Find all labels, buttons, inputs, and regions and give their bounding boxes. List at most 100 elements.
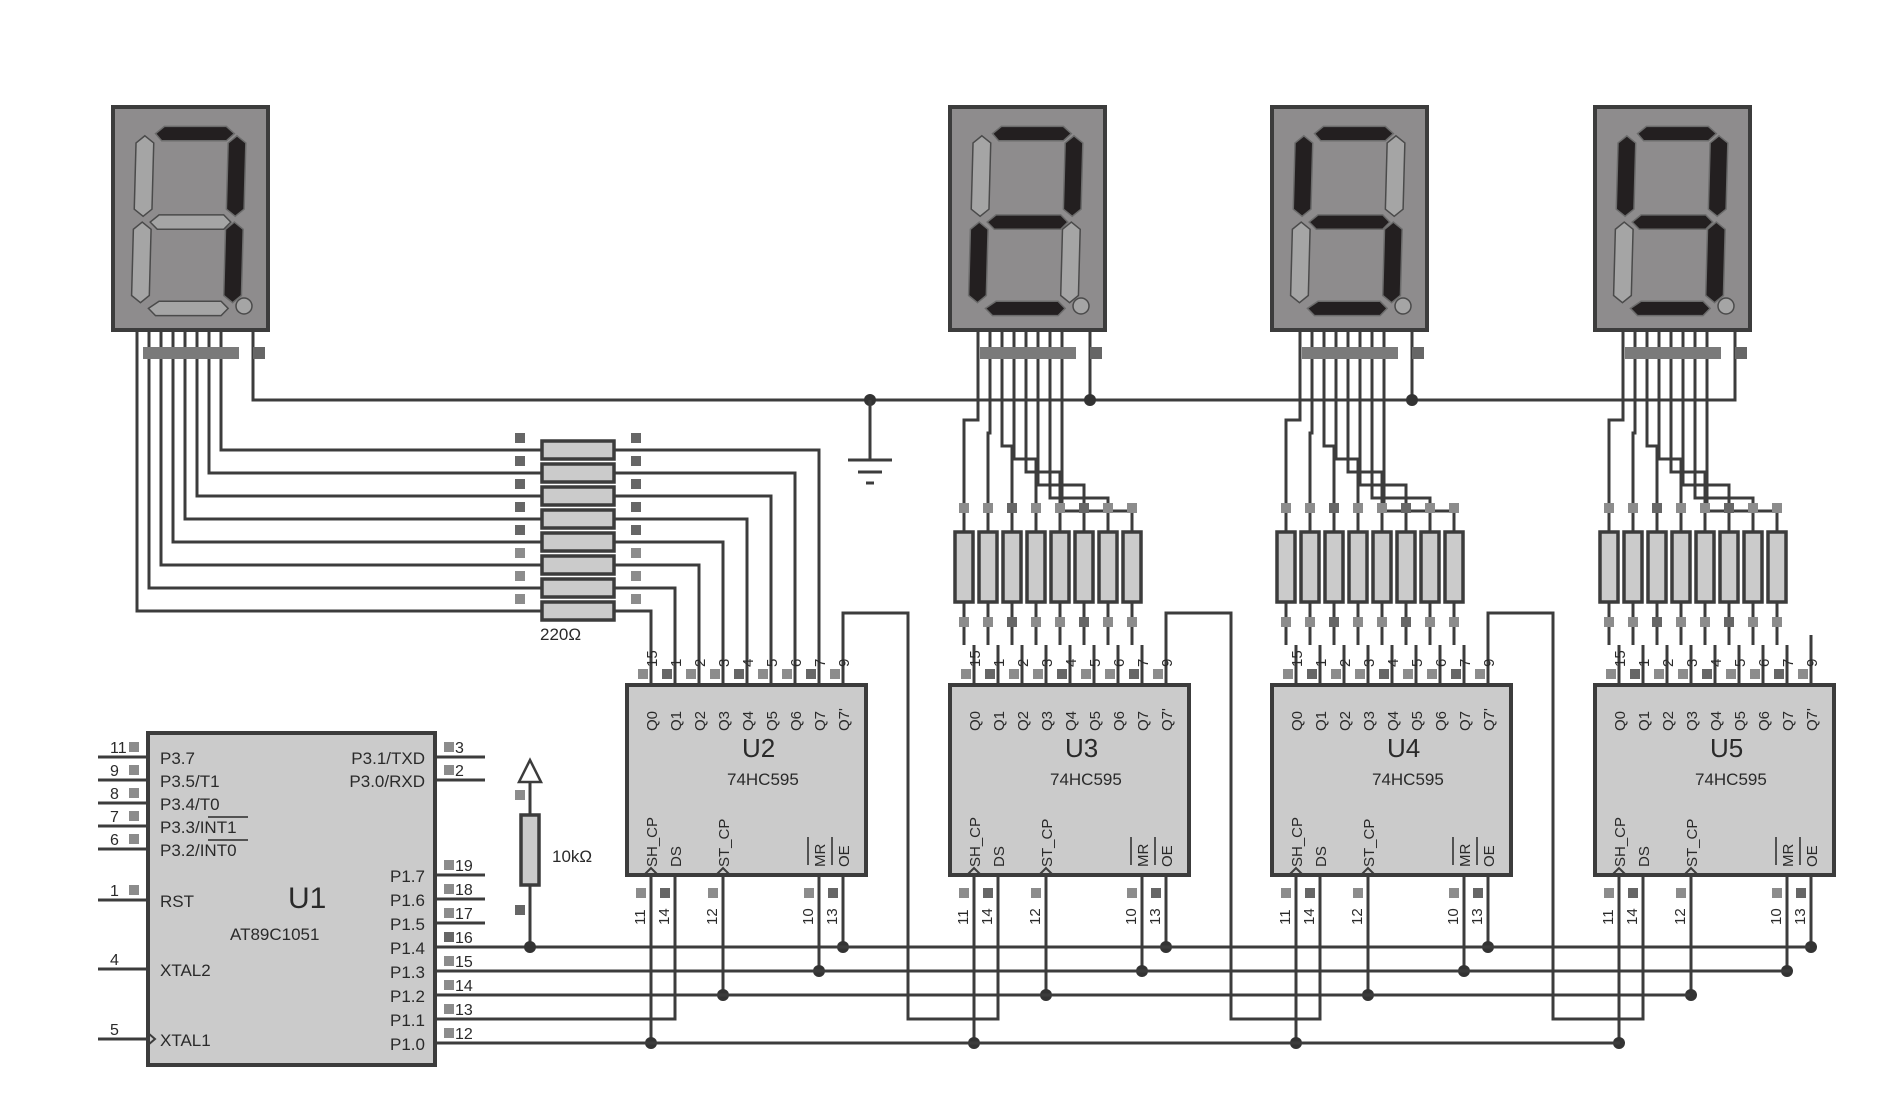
pin-pad [515,594,525,604]
pin-pad [1305,503,1315,513]
pin-pad [1079,617,1089,627]
sr-pin-number: 5 [1409,659,1426,667]
pin-pad [444,956,454,966]
pin-pad [1652,503,1662,513]
sr-pin-label: SH_CP [644,817,661,867]
sr-pin-number: 7 [1780,659,1797,667]
pin-pad [1628,617,1638,627]
cascade-wire [841,611,1000,1021]
pin-pad [1724,617,1734,627]
pin-pad [1355,669,1365,679]
pin-pad [1774,669,1784,679]
pin-pad [1127,503,1137,513]
pin-pad [1425,617,1435,627]
segment-resistor [540,508,616,530]
segment-resistor [1001,530,1023,604]
pin-pad [1475,669,1485,679]
sr-pin-label: Q3 [716,711,733,731]
sr-pin-number: 14 [1624,908,1641,925]
sr-pin-label: Q6 [1433,711,1450,731]
pin-pad [1353,617,1363,627]
segment-resistor [540,485,616,507]
segment-d [1629,300,1712,317]
segment-wire [614,471,797,645]
pin-pad [1329,503,1339,513]
pin-pad [1604,617,1614,627]
mcu-pin-number: 12 [455,1026,473,1043]
pin-pad [983,503,993,513]
mcu-pin-number: 18 [455,882,473,899]
shift-register-body [625,683,868,877]
sr-pin-label: Q5 [1409,711,1426,731]
sr-pin-number: 11 [1600,909,1617,925]
segment-c [1059,221,1081,304]
sr-pin-label: Q4 [1708,711,1725,731]
sr-pin-label: SH_CP [967,817,984,867]
segment-wire [614,563,701,645]
sr-pin-label: Q1 [668,711,685,731]
pin-pad [1331,669,1341,679]
pin-pad [1425,503,1435,513]
segment-resistor [1419,530,1441,604]
segment-f [1615,134,1637,218]
segment-resistor [540,577,616,599]
segment-wire [159,330,542,567]
segment-wire [1284,330,1302,532]
segment-wire [1024,330,1062,532]
sr-pin-number: 13 [824,908,841,925]
shift-register-u3: U374HC59515Q01Q12Q23Q34Q45Q56Q67Q79Q7'11… [948,650,1191,925]
clock-marker [643,866,659,876]
shift-register-part: 74HC595 [1695,770,1767,789]
segment-f [133,134,155,218]
mcu-pin-label: P3.5/T1 [160,772,220,791]
sr-pin-number: 2 [692,659,709,667]
segment-resistor [540,531,616,553]
segment-resistor [1073,530,1095,604]
pin-pad [1401,503,1411,513]
mcu-u1: U1AT89C105111P3.79P3.5/T18P3.4/T07P3.3/I… [110,731,473,1067]
mcu-pin-label: P3.0/RXD [349,772,425,791]
sr-pin-label: DS [668,846,685,867]
pin-pad [631,571,641,581]
segment-resistor [1025,530,1047,604]
pin-pad [1281,503,1291,513]
segment-c [1381,221,1403,304]
sr-pin-label: Q1 [1636,711,1653,731]
pin-pad [1606,669,1616,679]
segment-wire [183,330,542,521]
segment-resistor [1694,530,1716,604]
pin-pad [1604,888,1614,898]
sr-pin-label: Q2 [692,711,709,731]
sr-pin-label: OE [1481,845,1498,867]
decimal-point [1717,297,1735,315]
sr-pin-number: 12 [1349,908,1366,925]
segment-a [991,125,1073,142]
segment-resistor [1347,530,1369,604]
pin-pad [1307,669,1317,679]
pin-pad [1676,617,1686,627]
sr-pin-number: 6 [1756,659,1773,667]
segment-resistor [1323,530,1345,604]
vcc-arrow-icon [516,757,544,784]
pin-pad [515,905,525,915]
segment-resistor-value: 220Ω [540,625,581,644]
segment-wire [1346,330,1384,532]
sr-pin-label: OE [836,845,853,867]
sr-pin-label: Q5 [764,711,781,731]
sr-pin-label: DS [1636,846,1653,867]
segment-wire [207,330,542,475]
mcu-pin-number: 8 [110,786,119,803]
segment-g [1308,214,1391,231]
segment-resistor [1646,530,1668,604]
pin-pad [444,980,454,990]
pin-pad [1377,503,1387,513]
segment-a [154,125,236,142]
segment-resistor [540,554,616,576]
pin-pad [1449,888,1459,898]
sr-pin-label: Q7 [1135,711,1152,731]
segment-wire [614,609,653,645]
segment-resistor [977,530,999,604]
displays [111,105,1752,359]
ds-wire [435,925,677,1021]
segment-b [1062,134,1084,218]
